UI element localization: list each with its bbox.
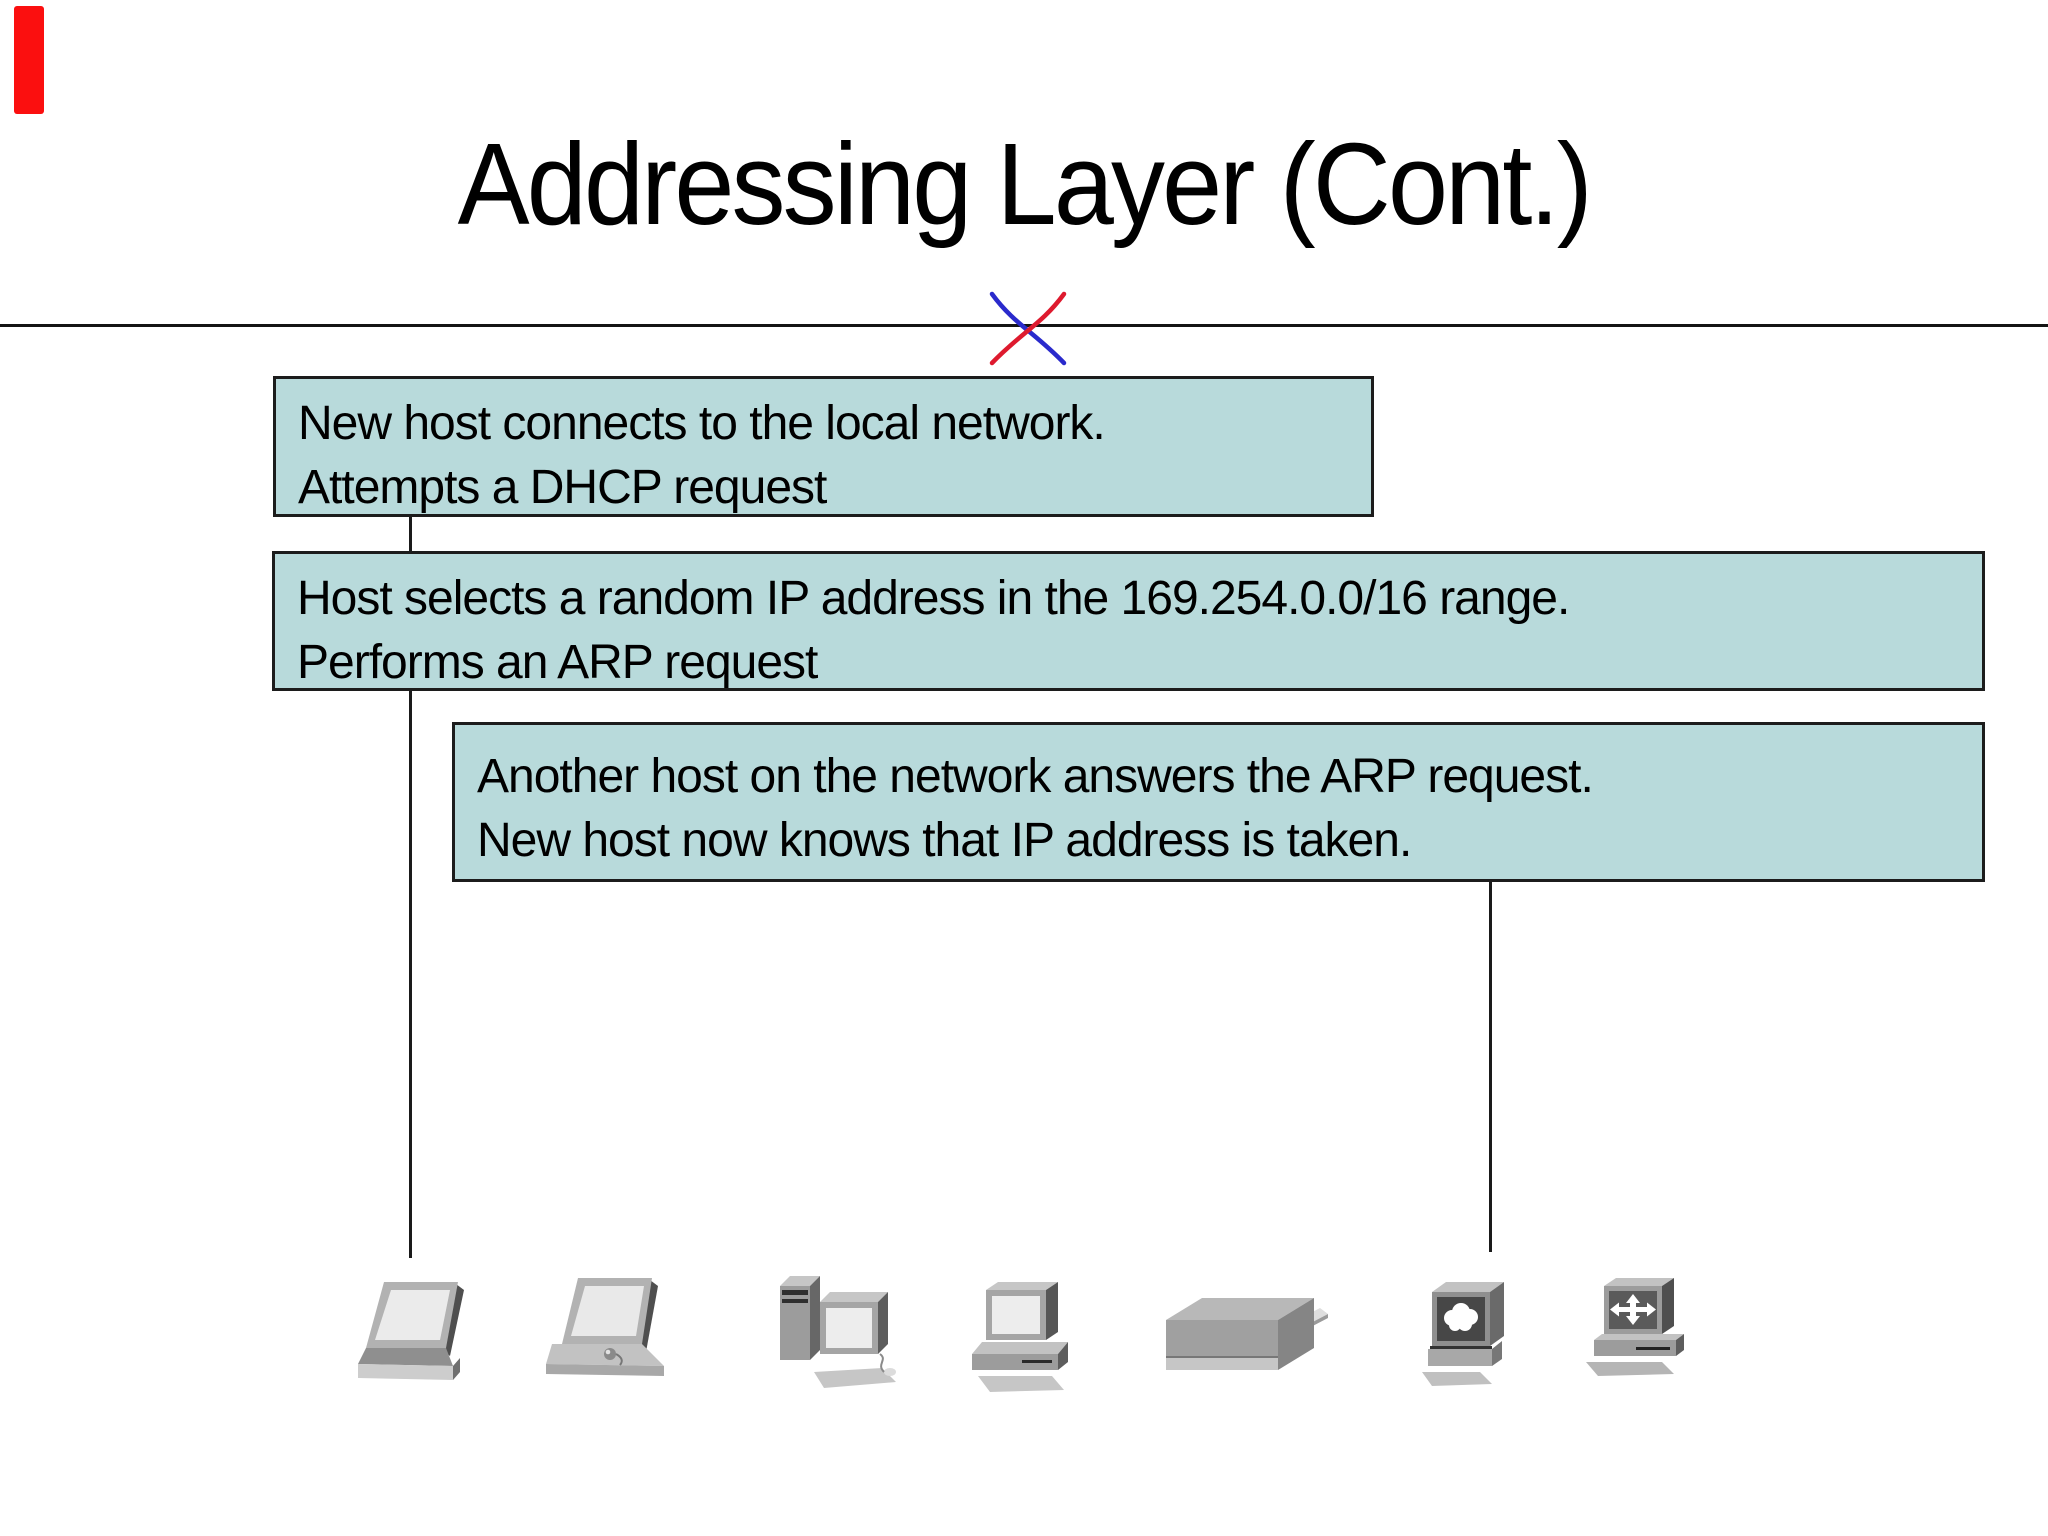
callout-box-arp-line2: Performs an ARP request	[297, 636, 818, 689]
tower-workstation-icon	[770, 1272, 900, 1400]
connector-line-box3-to-host	[1489, 878, 1492, 1252]
four-arrows-glyph	[1610, 1294, 1656, 1325]
callout-box-arp-answer-line1: Another host on the network answers the …	[477, 750, 1594, 803]
printer-icon	[1158, 1288, 1333, 1388]
laptop-icon-1	[356, 1278, 480, 1396]
callout-box-dhcp-line1: New host connects to the local network.	[298, 397, 1106, 450]
callout-box-arp-line1: Host selects a random IP address in the …	[297, 572, 1570, 625]
callout-box-dhcp-line2: Attempts a DHCP request	[298, 461, 827, 514]
page-title-text: Addressing Layer (Cont.)	[457, 119, 1593, 249]
x-mark-decoration	[989, 291, 1067, 366]
laptop-icon-2	[546, 1272, 682, 1390]
connector-line-box1-to-laptop	[409, 514, 412, 1258]
cloud-glyph	[1444, 1303, 1478, 1331]
x-mark-blue-curve	[989, 291, 1067, 366]
accent-bar	[14, 6, 44, 114]
desktop-computer-icon	[966, 1280, 1086, 1398]
callout-box-arp-answer: Another host on the network answers the …	[452, 722, 1985, 882]
callout-box-arp: Host selects a random IP address in the …	[272, 551, 1985, 691]
host-cloud-icon	[1422, 1280, 1522, 1398]
router-workstation-icon	[1582, 1274, 1697, 1380]
callout-box-arp-answer-line2: New host now knows that IP address is ta…	[477, 814, 1412, 867]
page-title: Addressing Layer (Cont.)	[0, 118, 2048, 251]
callout-box-dhcp: New host connects to the local network. …	[273, 376, 1374, 517]
x-mark-red-curve	[989, 291, 1067, 366]
